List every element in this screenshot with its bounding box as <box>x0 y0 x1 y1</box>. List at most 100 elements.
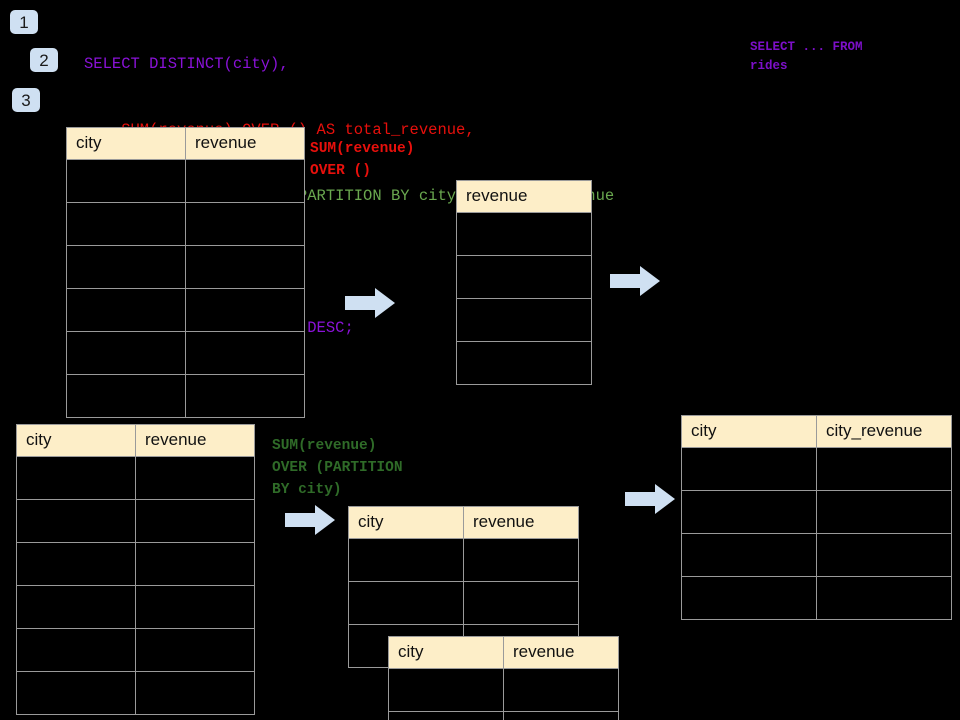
table-row <box>16 628 255 672</box>
cell-city <box>16 499 136 543</box>
cell-city-revenue <box>816 490 952 534</box>
cell-city <box>16 671 136 715</box>
table-header-row: city revenue <box>388 636 619 669</box>
cell-revenue <box>456 212 592 256</box>
cell-city-revenue <box>816 533 952 577</box>
table-row <box>456 298 592 342</box>
table-header-row: city revenue <box>16 424 255 457</box>
cell-revenue <box>456 341 592 385</box>
cell-revenue <box>456 298 592 342</box>
table-row <box>388 711 619 720</box>
table-row <box>388 668 619 712</box>
cell-city-revenue <box>816 576 952 620</box>
table-row <box>66 202 305 246</box>
table-row <box>66 245 305 289</box>
partition-table-front: city revenue <box>388 636 619 720</box>
cell-city <box>66 331 186 375</box>
column-header-revenue: revenue <box>503 636 619 669</box>
cell-revenue <box>135 585 255 629</box>
cell-city <box>66 374 186 418</box>
arrow-partition-to-result-icon <box>625 484 675 514</box>
column-header-city: city <box>66 127 186 160</box>
cell-revenue <box>456 255 592 299</box>
sql-line-1: SELECT DISTINCT(city), <box>84 55 289 73</box>
table-row <box>16 671 255 715</box>
table-row <box>66 288 305 332</box>
table-row <box>456 255 592 299</box>
annotation-over-empty: SUM(revenue) OVER () <box>310 141 415 179</box>
arrow-source-to-partition-icon <box>285 505 335 535</box>
column-header-city-revenue: city_revenue <box>816 415 952 448</box>
cell-revenue <box>185 245 305 289</box>
table-row <box>16 585 255 629</box>
arrow-total-to-result-icon <box>610 266 660 296</box>
cell-city <box>16 542 136 586</box>
cell-city <box>16 628 136 672</box>
cell-city-revenue <box>816 447 952 491</box>
cell-revenue <box>185 202 305 246</box>
cell-revenue <box>135 628 255 672</box>
table-row <box>456 341 592 385</box>
column-header-revenue: revenue <box>185 127 305 160</box>
cell-city <box>388 668 504 712</box>
cell-revenue <box>185 331 305 375</box>
cell-revenue <box>185 159 305 203</box>
step-badge-2: 2 <box>30 48 58 72</box>
annotation-over-partition: SUM(revenue) OVER (PARTITION BY city) <box>272 438 403 498</box>
table-row <box>681 576 952 620</box>
source-table-top: city revenue <box>66 127 305 418</box>
table-row <box>681 490 952 534</box>
cell-revenue <box>185 288 305 332</box>
cell-city <box>388 711 504 720</box>
cell-city <box>348 538 464 582</box>
partition-table-back: city revenue <box>348 506 579 668</box>
table-row <box>16 499 255 543</box>
table-row <box>456 212 592 256</box>
column-header-revenue: revenue <box>135 424 255 457</box>
result-table: city city_revenue <box>681 415 952 620</box>
table-row <box>16 456 255 500</box>
table-row <box>16 542 255 586</box>
cell-city <box>66 288 186 332</box>
step-badge-3: 3 <box>12 88 40 112</box>
table-header-row: city revenue <box>348 506 579 539</box>
column-header-city: city <box>348 506 464 539</box>
cell-revenue <box>503 711 619 720</box>
cell-revenue <box>463 581 579 625</box>
cell-city <box>66 202 186 246</box>
column-header-revenue: revenue <box>456 180 592 213</box>
total-revenue-table: revenue <box>456 180 592 385</box>
column-header-city: city <box>388 636 504 669</box>
cell-city <box>348 581 464 625</box>
table-header-row: city city_revenue <box>681 415 952 448</box>
table-row <box>681 447 952 491</box>
cell-revenue <box>463 538 579 582</box>
cell-revenue <box>135 542 255 586</box>
table-row <box>681 533 952 577</box>
source-table-bottom: city revenue <box>16 424 255 715</box>
table-row <box>348 581 579 625</box>
cell-city <box>66 245 186 289</box>
cell-city <box>66 159 186 203</box>
cell-city <box>681 576 817 620</box>
table-row <box>66 374 305 418</box>
cell-revenue <box>503 668 619 712</box>
cell-city <box>16 585 136 629</box>
cell-revenue <box>135 499 255 543</box>
cell-city <box>681 447 817 491</box>
cell-revenue <box>135 671 255 715</box>
table-header-row: city revenue <box>66 127 305 160</box>
cell-city <box>681 533 817 577</box>
arrow-source-to-total-icon <box>345 288 395 318</box>
cell-revenue <box>135 456 255 500</box>
column-header-revenue: revenue <box>463 506 579 539</box>
step-badge-1: 1 <box>10 10 38 34</box>
column-header-city: city <box>16 424 136 457</box>
cell-revenue <box>185 374 305 418</box>
table-row <box>66 331 305 375</box>
table-row <box>66 159 305 203</box>
table-header-row: revenue <box>456 180 592 213</box>
column-header-city: city <box>681 415 817 448</box>
side-note-select-from-rides: SELECT ... FROM rides <box>750 40 863 73</box>
